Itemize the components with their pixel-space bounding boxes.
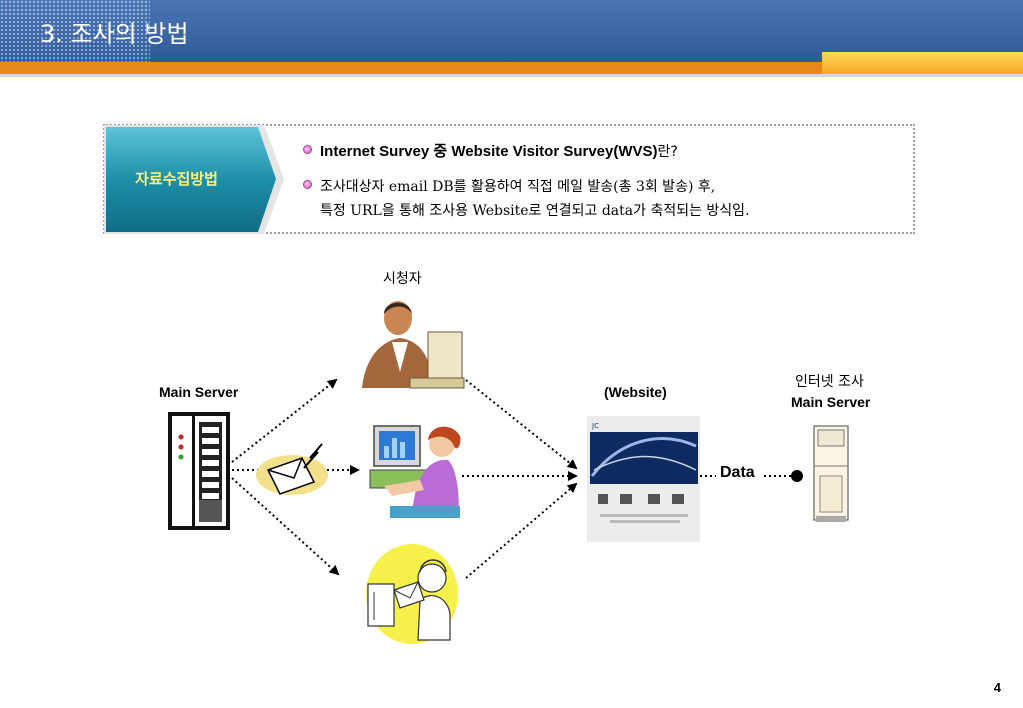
bullet-icon [303, 180, 312, 189]
arrow-viewer-1-to-website [465, 379, 578, 470]
header-divider [0, 74, 1023, 77]
arrow-viewer-3-to-website [465, 482, 578, 579]
website-logo: JC [591, 422, 599, 430]
info-bullet-1-tail: 란? [657, 144, 678, 160]
website-thumbnail: JC [587, 416, 700, 542]
info-bullet-1: Internet Survey 중 Website Visitor Survey… [320, 140, 678, 161]
arrow-server-to-viewer-1 [231, 378, 338, 463]
connector-endpoint-dot [791, 470, 803, 482]
website-label: (Website) [604, 384, 667, 400]
main-server-label: Main Server [159, 384, 239, 400]
viewer-reader-icon [366, 544, 458, 644]
header-orange-bar [0, 62, 1023, 74]
survey-server-icon [813, 425, 849, 522]
header-orange-accent [822, 52, 1023, 74]
slide-title: 3. 조사의 방법 [40, 20, 189, 48]
info-bullet-1-bold: Internet Survey 중 Website Visitor Survey… [320, 143, 658, 160]
info-bullet-2-line-2: 특정 URL을 통해 조사용 Website로 연결되고 data가 축적되는 … [320, 203, 750, 219]
viewer-woman-icon [369, 425, 461, 518]
header-dot-pattern [0, 0, 150, 62]
info-bullet-2-line-1: 조사대상자 email DB를 활용하여 직접 메일 발송(총 3회 발송) 후… [320, 179, 716, 195]
slide-header: 3. 조사의 방법 [0, 0, 1023, 62]
survey-server-label-line-1: 인터넷 조사 [795, 374, 864, 390]
flow-connectors [231, 378, 794, 579]
arrow-server-to-viewer-3 [231, 477, 340, 576]
viewer-label: 시청자 [383, 271, 422, 287]
bullet-icon [303, 145, 312, 154]
label-tab-arrow [104, 125, 284, 234]
survey-server-label-line-2: Main Server [791, 394, 871, 410]
info-label: 자료수집방법 [135, 170, 218, 188]
data-label: Data [720, 464, 755, 481]
page-number: 4 [993, 680, 1001, 695]
email-icon [256, 443, 328, 495]
main-server-icon [168, 412, 230, 530]
viewer-man-icon [362, 301, 465, 389]
